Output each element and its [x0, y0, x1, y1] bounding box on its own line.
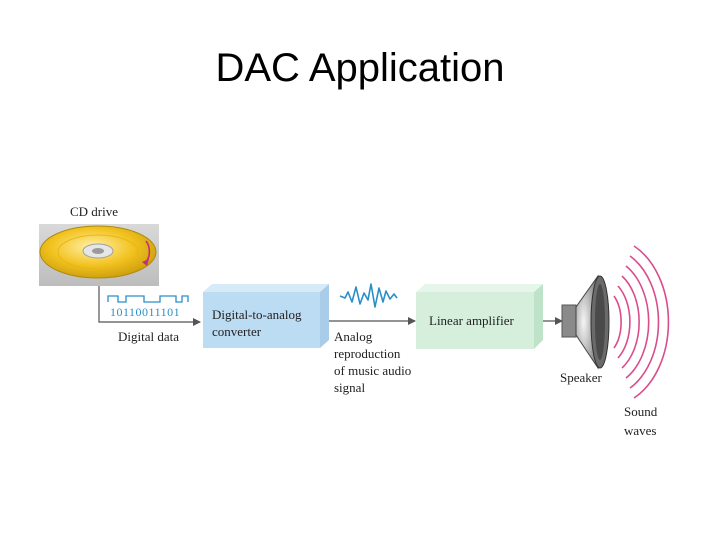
sound-waves-label-line2: waves [624, 423, 657, 438]
dac-block [203, 284, 329, 348]
digital-pulse-train [107, 295, 189, 303]
analog-label-line1: Analog [334, 329, 373, 344]
dac-label-line1: Digital-to-analog [212, 307, 302, 322]
linear-amplifier-block [416, 284, 543, 349]
speaker-icon [561, 274, 610, 370]
analog-label-line2: reproduction [334, 346, 401, 361]
speaker-label: Speaker [560, 370, 603, 385]
sound-waves-label-line1: Sound [624, 404, 658, 419]
cd-drive-label: CD drive [70, 204, 118, 219]
bit-pattern-text: 10110011101 [110, 305, 180, 319]
amplifier-label: Linear amplifier [429, 313, 514, 328]
digital-signal-wiring [98, 286, 201, 326]
dac-label-line2: converter [212, 324, 262, 339]
cd-drive-icon [39, 224, 159, 286]
analog-label-line3: of music audio [334, 363, 411, 378]
sound-waves-icon [613, 245, 670, 399]
slide-title: DAC Application [215, 46, 505, 90]
analog-signal-label: Analog reproduction of music audio signa… [334, 329, 411, 395]
analog-waveform [339, 283, 398, 308]
digital-data-label: Digital data [118, 329, 179, 344]
analog-label-line4: signal [334, 380, 365, 395]
